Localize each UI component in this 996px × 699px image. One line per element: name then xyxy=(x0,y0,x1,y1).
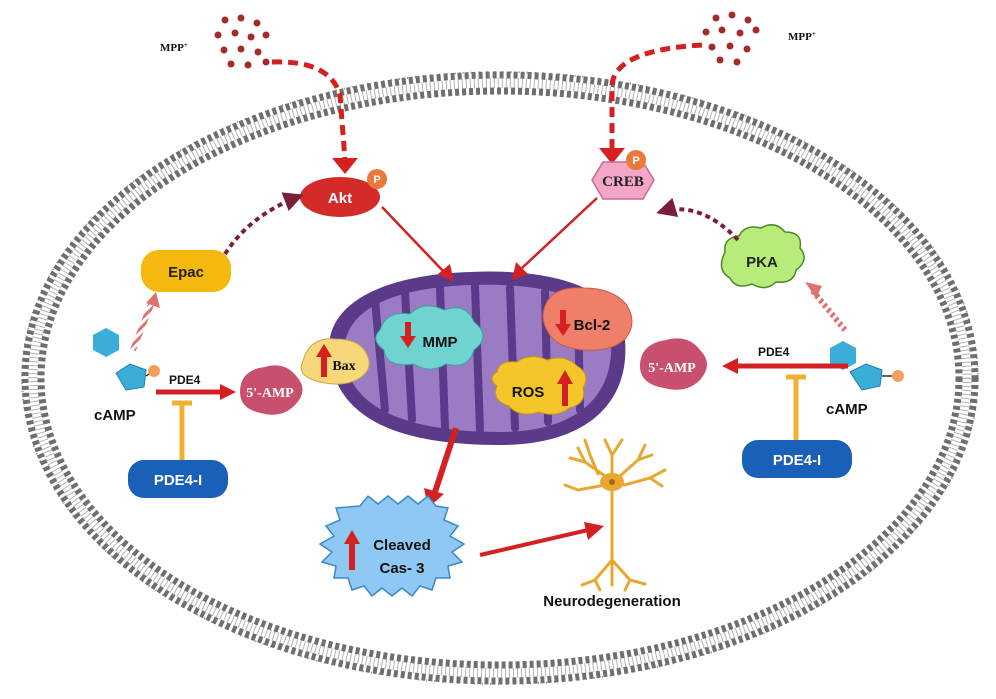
caspase-to-neuron-arrow xyxy=(479,528,589,557)
svg-text:PDE4-I: PDE4-I xyxy=(773,452,821,469)
camp-to-pka-arrowhead xyxy=(805,282,822,298)
mmp-down-arrow xyxy=(400,322,416,348)
mpp-entry-arrowhead-right xyxy=(599,148,625,164)
camp-to-pka-arrow xyxy=(809,288,848,332)
bax-up-arrow xyxy=(316,344,332,377)
svg-text:ROS: ROS xyxy=(512,384,545,401)
pka-node: PKA xyxy=(720,224,805,289)
akt-phospho-badge: P xyxy=(367,169,387,189)
mpp-particles-right xyxy=(702,11,760,66)
camp-to-epac-arrowhead xyxy=(146,292,160,308)
amp-node-left: 5'-AMP xyxy=(240,365,303,415)
epac-node: Epac xyxy=(141,250,231,292)
bax-node: Bax xyxy=(300,338,370,385)
bcl2-down-arrow xyxy=(555,310,571,336)
svg-text:P: P xyxy=(632,155,639,167)
pde4-label-left: PDE4 xyxy=(169,373,201,387)
akt-node: Akt xyxy=(300,177,380,217)
mpp-entry-arrowhead-left xyxy=(332,158,358,174)
creb-node: CREB xyxy=(591,161,655,200)
pde4-arrowhead-right xyxy=(722,358,738,374)
ros-up-arrow xyxy=(557,370,573,406)
mmp-node: MMP xyxy=(375,305,484,370)
creb-to-mito-arrowhead xyxy=(512,262,528,280)
epac-to-akt-arrow xyxy=(223,192,304,256)
svg-text:MMP: MMP xyxy=(423,334,458,351)
mito-to-caspase-arrow xyxy=(432,427,459,493)
caspase-up-arrow xyxy=(344,530,360,570)
svg-text:PKA: PKA xyxy=(746,254,778,271)
svg-text:Bcl-2: Bcl-2 xyxy=(574,317,611,334)
mpp-particles-left xyxy=(214,14,270,69)
creb-phospho-badge: P xyxy=(626,150,646,170)
camp-molecule-right xyxy=(830,341,904,391)
svg-text:Bax: Bax xyxy=(332,359,355,374)
camp-label-right: cAMP xyxy=(826,401,868,418)
svg-text:P: P xyxy=(373,174,380,186)
pde4-arrowhead-left xyxy=(220,384,236,400)
svg-text:Epac: Epac xyxy=(168,264,204,281)
caspase-to-neuron-arrowhead xyxy=(584,522,604,540)
akt-to-mito-arrowhead xyxy=(438,264,454,282)
creb-to-mito-arrow xyxy=(521,197,598,269)
mpp-entry-arrow-right xyxy=(609,42,703,150)
svg-text:Cas- 3: Cas- 3 xyxy=(379,560,424,577)
camp-molecule-left xyxy=(93,328,160,391)
neurodegeneration-label: Neurodegeneration xyxy=(543,593,681,610)
pde4i-node-right: PDE4-I xyxy=(742,440,852,478)
neuron-icon xyxy=(563,438,667,592)
mpp-entry-arrow-left xyxy=(271,59,348,161)
svg-text:Akt: Akt xyxy=(328,190,352,207)
pde4-label-right: PDE4 xyxy=(758,345,790,359)
pka-to-creb-arrow xyxy=(656,197,740,242)
svg-text:PDE4-I: PDE4-I xyxy=(154,472,202,489)
akt-to-mito-arrow xyxy=(381,206,445,273)
mpp-label-right: MPP+ xyxy=(788,30,816,43)
svg-text:5'-AMP: 5'-AMP xyxy=(648,361,696,376)
svg-text:CREB: CREB xyxy=(602,174,644,190)
pde4i-node-left: PDE4-I xyxy=(128,460,228,498)
bcl2-node: Bcl-2 xyxy=(542,287,633,351)
camp-label-left: cAMP xyxy=(94,407,136,424)
mpp-label-left: MPP+ xyxy=(160,41,188,54)
svg-text:5'-AMP: 5'-AMP xyxy=(246,386,294,401)
cleaved-caspase-node: Cleaved Cas- 3 xyxy=(318,494,466,598)
amp-node-right: 5'-AMP xyxy=(640,338,707,390)
camp-to-epac-arrow xyxy=(130,300,155,352)
svg-text:Cleaved: Cleaved xyxy=(373,537,431,554)
